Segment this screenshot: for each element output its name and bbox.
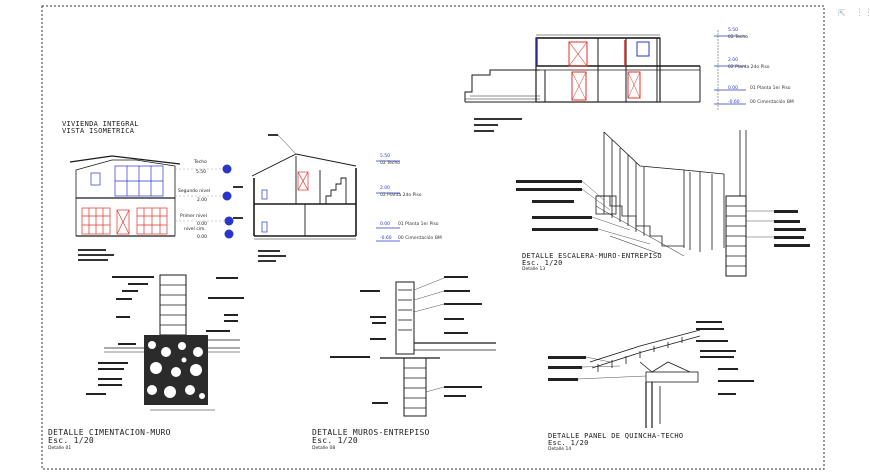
elevation-title-block	[78, 249, 114, 261]
wall-floor-callouts	[330, 276, 482, 404]
elev-level-primero: Primer nivel	[180, 214, 207, 219]
sheet-frame	[41, 5, 825, 470]
sec-level-cim: 00 Cimentación BM	[398, 236, 442, 241]
stair-detail-scale: Esc. 1/20	[522, 259, 563, 267]
top-level-cim: 00 Cimentación BM	[750, 100, 794, 105]
top-section-drawing	[464, 34, 701, 103]
stair-right-callouts	[746, 210, 810, 247]
elev-level-segundo-value: 2.00	[197, 198, 208, 203]
top-level-markers	[714, 30, 746, 110]
top-level-segundo: 02 Planta 2do Piso	[728, 65, 770, 70]
section-openings	[261, 171, 309, 233]
roof-panel-detail-scale: Esc. 1/20	[548, 439, 589, 447]
top-section-openings	[536, 38, 650, 101]
elev-level-segundo: Segundo nivel	[178, 189, 211, 194]
vivienda-title-2: VISTA ISOMETRICA	[62, 127, 135, 135]
elev-level-techo-value: 5.50	[196, 170, 207, 175]
elevation-drawing	[69, 155, 181, 237]
stair-detail-title: DETALLE ESCALERA-MURO-ENTREPISO	[522, 252, 662, 260]
section-drawing	[251, 153, 357, 240]
roof-panel-detail-drawing	[589, 329, 701, 428]
section-callouts	[233, 134, 297, 219]
top-level-primero-value: 0.00	[728, 86, 739, 91]
foundation-callouts	[86, 276, 244, 395]
wall-floor-detail-scale: Esc. 1/20	[312, 436, 359, 445]
wall-floor-detail-title: DETALLE MUROS-ENTREPISO	[312, 428, 430, 437]
top-level-segundo-value: 2.00	[728, 58, 739, 63]
wall-floor-detail-sub: Detalle 08	[312, 446, 336, 451]
elev-level-primero-value: 0.00	[197, 222, 208, 227]
sec-level-techo-value: 5.50	[380, 154, 391, 159]
elev-level-techo: Techo	[194, 160, 207, 165]
roof-panel-detail-sub: Detalle 14	[548, 447, 572, 452]
stair-detail-sub: Detalle 13	[522, 267, 546, 272]
top-title-block	[474, 118, 522, 132]
foundation-detail-scale: Esc. 1/20	[48, 436, 95, 445]
top-level-primero: 01 Planta 1er Piso	[750, 86, 791, 91]
top-level-cim-value: -0.60	[728, 100, 740, 105]
elev-level-cim-value: 0.00	[197, 235, 208, 240]
elevation-windows	[81, 165, 168, 235]
foundation-rubble	[144, 335, 208, 405]
sec-level-primero: 01 Planta 1er Piso	[398, 222, 439, 227]
grid-icon[interactable]: ⋮⋮	[855, 8, 870, 18]
elevation-level-symbols	[175, 164, 234, 239]
roof-panel-detail-title: DETALLE PANEL DE QUINCHA-TECHO	[548, 432, 684, 440]
elev-level-cim: nivel cim.	[184, 227, 206, 232]
stair-detail-drawing	[595, 130, 747, 277]
sec-level-cim-value: -0.60	[380, 236, 392, 241]
roof-panel-callouts	[548, 321, 754, 395]
top-level-techo-value: 5.50	[728, 28, 739, 33]
sec-level-techo: 02 Techo	[380, 161, 400, 166]
vivienda-title-1: VIVIENDA INTEGRAL	[62, 120, 139, 128]
arrow-icon[interactable]: ⇱	[838, 9, 846, 19]
stair-left-callouts	[516, 180, 651, 245]
foundation-detail-sub: Detalle 01	[48, 446, 72, 451]
top-level-techo: 02 Techo	[728, 35, 748, 40]
sec-level-segundo: 02 Planta 2do Piso	[380, 193, 422, 198]
foundation-detail-title: DETALLE CIMENTACION-MURO	[48, 428, 171, 437]
sec-level-primero-value: 0.00	[380, 222, 391, 227]
section-level-markers	[376, 160, 400, 242]
sec-level-segundo-value: 2.00	[380, 186, 391, 191]
section-title-block	[258, 250, 286, 262]
wall-floor-detail-drawing	[380, 281, 496, 417]
